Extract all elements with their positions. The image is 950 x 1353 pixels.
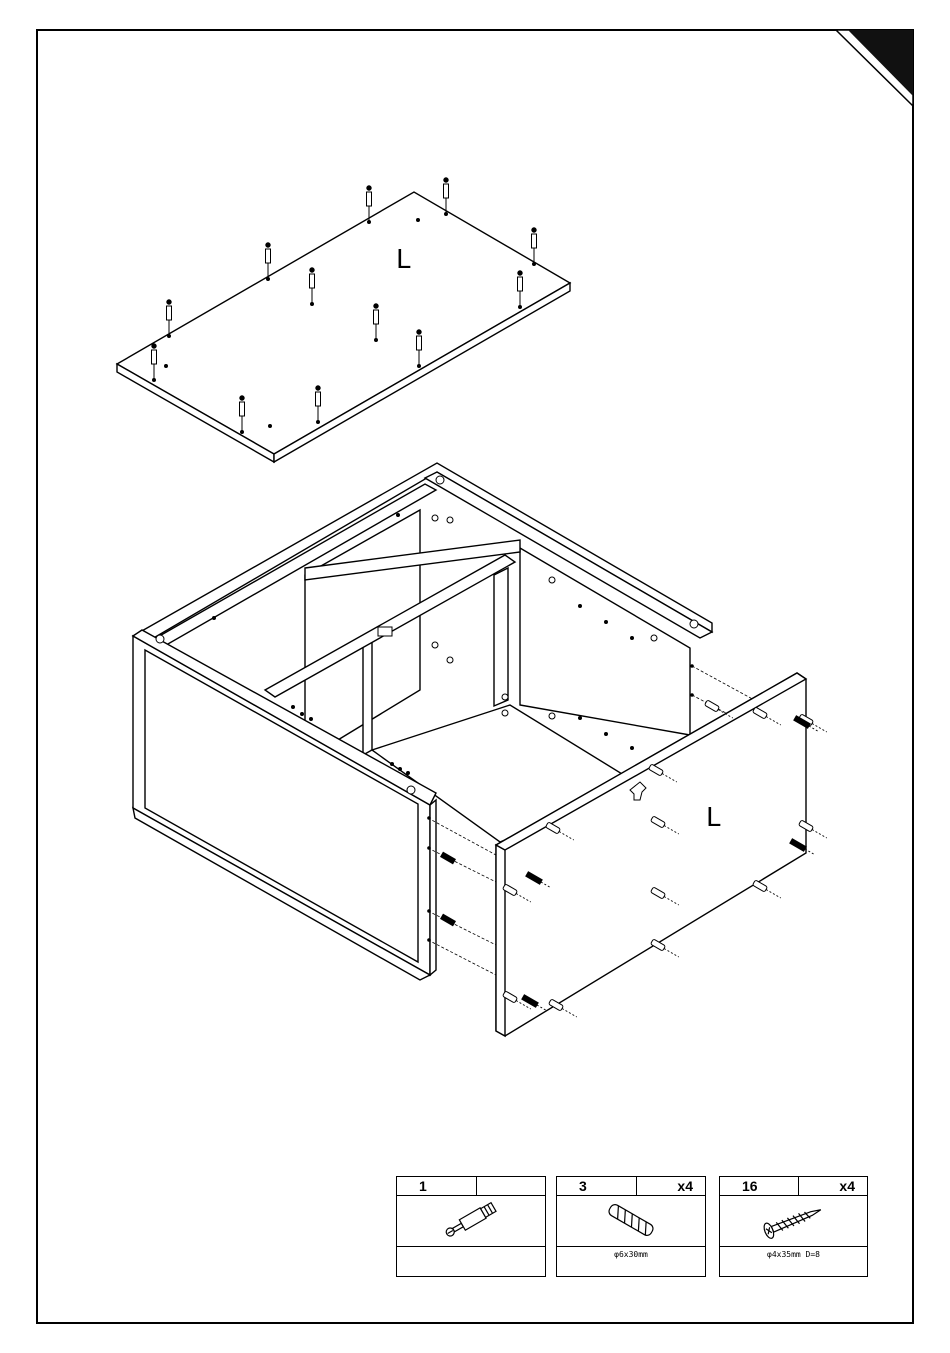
top-panel xyxy=(117,192,570,462)
corner-tab-fill xyxy=(848,30,913,96)
part-number: 1 xyxy=(397,1177,477,1195)
part-quantity: x4 xyxy=(637,1177,706,1195)
top-panel-label: L xyxy=(396,245,411,275)
side-panel-label: L xyxy=(706,803,721,833)
part-quantity: x4 xyxy=(799,1177,867,1195)
cam-bolt-icon xyxy=(397,1196,545,1246)
part-spec: φ4x35mm D=8 xyxy=(720,1247,867,1263)
part-card-16: 16 x4 φ4x35mm D=8 xyxy=(719,1176,868,1277)
part-quantity xyxy=(477,1177,546,1195)
screw-icon xyxy=(720,1196,867,1246)
part-card-3: 3 x4 φ6x30mm xyxy=(556,1176,706,1277)
part-spec: φ6x30mm xyxy=(557,1247,705,1263)
part-number: 16 xyxy=(720,1177,799,1195)
wood-dowel-icon xyxy=(557,1196,705,1246)
part-number: 3 xyxy=(557,1177,637,1195)
part-card-1: 1 xyxy=(396,1176,546,1277)
part-spec xyxy=(397,1247,545,1263)
